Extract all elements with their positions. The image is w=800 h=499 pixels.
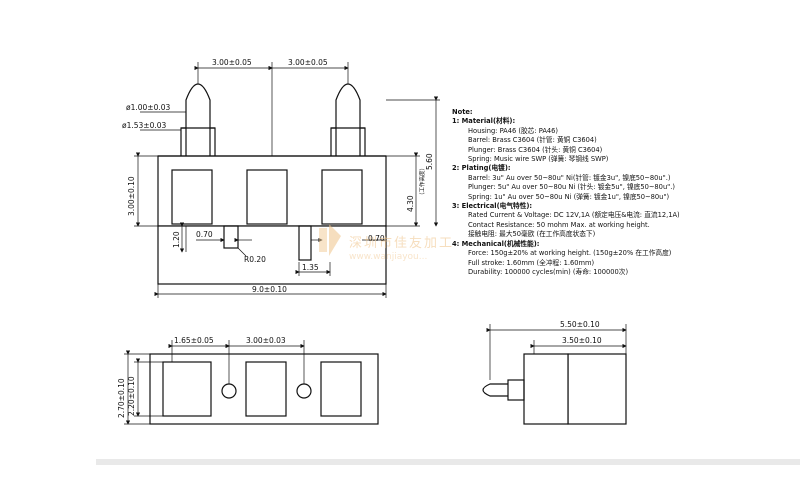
- note-line: Spring: 1u" Au over 50~80u Ni (弹簧: 镀金1u"…: [468, 192, 670, 201]
- dim-shoulder-diameter: ø1.53±0.03: [122, 121, 166, 130]
- side-view: [482, 353, 627, 425]
- dim-side-length: 5.50±0.10: [560, 320, 600, 329]
- dim-post-height: 1.20: [172, 231, 181, 248]
- note-line: Spring: Music wire SWP (弹簧: 琴钢线 SWP): [468, 155, 609, 164]
- side-dimension-lines: [486, 324, 627, 380]
- note-line: 4: Mechanical(机械性能):: [452, 239, 540, 248]
- bottom-cavity-left: [162, 361, 212, 417]
- locating-post-right: [298, 225, 312, 261]
- bottom-dimension-labels: 1.65±0.05 3.00±0.03 2.70±0.10 2.20±0.10: [117, 336, 286, 418]
- dim-bottom-inner-height: 2.20±0.10: [127, 376, 136, 416]
- notes-block: Note: 1: Material(材料):Housing: PA46 (胶芯:…: [452, 108, 792, 277]
- dim-top-pitch-left: 3.00±0.05: [212, 58, 252, 67]
- front-cavity-right: [321, 169, 363, 225]
- note-line: Barrel: 3u" Au over 50~80u" Ni(针管: 镀金3u"…: [468, 173, 671, 182]
- note-line: Rated Current & Voltage: DC 12V,1A (额定电压…: [468, 211, 680, 220]
- watermark-cn-text: 深圳市佳友加工: [349, 236, 455, 251]
- dim-right-gap: 1.35: [302, 263, 319, 272]
- footer-band: [96, 459, 800, 465]
- front-view: [157, 83, 387, 285]
- watermark-en-text: www.wanjiayou...: [349, 252, 428, 262]
- bottom-view: [149, 353, 379, 425]
- note-line: Plunger: 5u" Au over 50~80u Ni (针头: 镀金5u…: [468, 183, 675, 192]
- side-flange: [523, 353, 569, 425]
- note-line: Durability: 100000 cycles(min) (寿命: 1000…: [468, 267, 629, 276]
- note-line: Housing: PA46 (胶芯: PA46): [468, 126, 559, 135]
- bottom-cavity-right: [320, 361, 362, 417]
- notes-lines: 1: Material(材料):Housing: PA46 (胶芯: PA46)…: [452, 117, 792, 277]
- dim-top-pitch-right: 3.00±0.05: [288, 58, 328, 67]
- notes-heading: Note:: [452, 108, 473, 116]
- front-base-plate: [157, 225, 387, 285]
- dim-working-height-cn: （工作高度）: [418, 165, 426, 198]
- note-line: 接触电阻: 最大50毫欧 (在工作高度状态下): [468, 230, 596, 239]
- note-line: 3: Electrical(电气特性):: [452, 202, 533, 211]
- note-line: 1: Material(材料):: [452, 117, 516, 126]
- front-housing: [157, 155, 387, 227]
- dim-total-width: 9.0±0.10: [252, 285, 287, 294]
- note-line: Barrel: Brass C3604 (针管: 黄铜 C3604): [468, 136, 597, 145]
- dim-total-height: 5.60: [425, 153, 434, 170]
- dim-body-height: 3.00±0.10: [127, 176, 136, 216]
- front-dimension-lines: [134, 62, 440, 298]
- side-plunger-tip: [482, 383, 508, 397]
- dim-bottom-edge: 1.65±0.05: [174, 336, 214, 345]
- note-line: Contact Resistance: 50 mohm Max. at work…: [468, 220, 650, 229]
- dim-tip-diameter: ø1.00±0.03: [126, 103, 170, 112]
- front-cavity-middle: [246, 169, 288, 225]
- dim-side-body: 3.50±0.10: [562, 336, 602, 345]
- bottom-cavity-middle: [245, 361, 287, 417]
- watermark: 深圳市佳友加工 www.wanjiayou...: [313, 216, 473, 266]
- dim-bottom-outer-height: 2.70±0.10: [117, 378, 126, 418]
- note-line: Full stroke: 1.60mm (全冲程: 1.60mm): [468, 258, 595, 267]
- watermark-logo-icon: [319, 224, 341, 256]
- right-pin: [330, 83, 366, 156]
- bottom-housing: [149, 353, 379, 425]
- dim-post-width: 0.70: [196, 230, 213, 239]
- side-dimension-labels: 5.50±0.10 3.50±0.10: [560, 320, 602, 345]
- note-line: Force: 150g±20% at working height. (150g…: [468, 249, 672, 258]
- dim-radius: R0.20: [244, 255, 266, 264]
- front-dimension-labels: 3.00±0.05 3.00±0.05 ø1.00±0.03 ø1.53±0.0…: [122, 58, 434, 294]
- note-line: 2: Plating(电镀):: [452, 164, 511, 173]
- dim-working-height: 4.30: [406, 195, 415, 212]
- side-housing: [567, 353, 627, 425]
- side-plunger-shoulder: [507, 379, 525, 401]
- left-pin: [180, 83, 216, 156]
- front-cavity-left: [171, 169, 213, 225]
- bottom-dimension-lines: [124, 340, 305, 425]
- note-line: Plunger: Brass C3604 (针头: 黄铜 C3604): [468, 145, 603, 154]
- locating-post-left: [223, 225, 239, 249]
- dim-right-offset: 0.70: [368, 234, 385, 243]
- dim-bottom-pitch: 3.00±0.03: [246, 336, 286, 345]
